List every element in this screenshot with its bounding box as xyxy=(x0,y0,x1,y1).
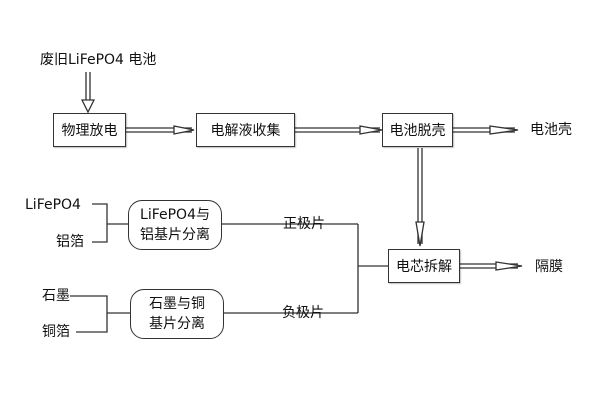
step-label-line1: 石墨与铜 xyxy=(149,296,205,312)
step-core-disassembly: 电芯拆解 xyxy=(388,249,460,283)
positive-plate-label: 正极片 xyxy=(283,216,325,232)
arrowhead xyxy=(415,221,425,247)
input-lifepo4: LiFePO4 xyxy=(25,197,81,213)
step-label: 电解液收集 xyxy=(210,123,281,139)
arrowhead xyxy=(495,261,523,271)
output-battery-case: 电池壳 xyxy=(530,122,572,138)
step-label: 电芯拆解 xyxy=(396,259,452,275)
step-electrolyte-collection: 电解液收集 xyxy=(196,113,295,147)
step-label: 物理放电 xyxy=(61,123,118,139)
arrowhead xyxy=(80,99,96,114)
step-label-line2: 基片分离 xyxy=(149,316,205,332)
arrowhead xyxy=(489,125,519,135)
negative-plate-label: 负极片 xyxy=(282,305,324,321)
arrowhead xyxy=(173,125,195,135)
bracket-anode-inputs xyxy=(70,295,108,333)
input-aluminum-foil: 铝箔 xyxy=(56,234,84,250)
step-label-line1: LiFePO4与 xyxy=(140,207,210,223)
input-graphite: 石墨 xyxy=(42,288,70,304)
step-cathode-separation: LiFePO4与 铝基片分离 xyxy=(128,200,222,250)
input-battery-label: 废旧LiFePO4 电池 xyxy=(40,52,157,68)
step-physical-discharge: 物理放电 xyxy=(53,113,126,147)
output-separator: 隔膜 xyxy=(535,259,563,275)
step-battery-shelling: 电池脱壳 xyxy=(382,113,453,147)
arrowhead xyxy=(359,125,383,135)
input-copper-foil: 铜箔 xyxy=(42,324,70,340)
step-anode-separation: 石墨与铜 基片分离 xyxy=(130,289,224,339)
step-label-line2: 铝基片分离 xyxy=(140,227,210,243)
bracket-cathode-inputs xyxy=(92,203,108,243)
step-label: 电池脱壳 xyxy=(389,123,446,139)
